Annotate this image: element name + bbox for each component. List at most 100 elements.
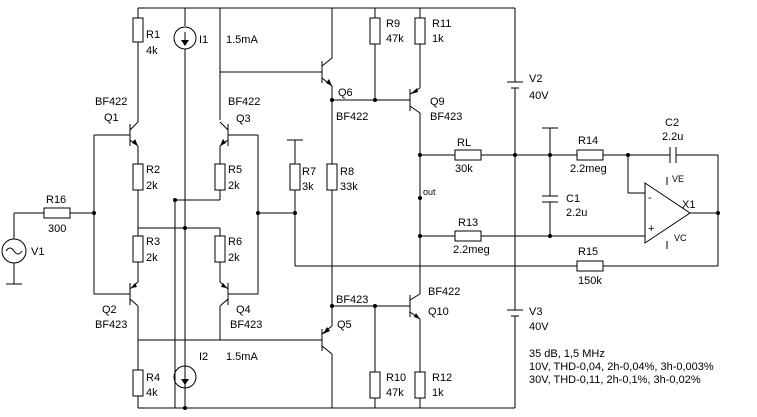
note-line-2: 10V, THD-0,04, 2h-0,04%, 3h-0,003%: [529, 361, 714, 373]
opamp-plus-sign: +: [648, 223, 654, 235]
resistor-r5: [214, 163, 226, 191]
value-r11: 1k: [432, 33, 444, 45]
opamp-x1: [644, 177, 718, 249]
feedback-node-wiring: [256, 135, 297, 294]
type-q4: BF423: [230, 319, 262, 331]
label-r8: R8: [340, 166, 354, 178]
label-q2: Q2: [102, 304, 117, 316]
label-c2: C2: [665, 117, 679, 129]
current-source-i1: [173, 8, 197, 408]
q10-base-wiring: [332, 304, 410, 408]
value-c1: 2.2u: [566, 207, 587, 219]
value-r15: 150k: [578, 275, 602, 287]
value-r12: 1k: [432, 387, 444, 399]
source-v1: [1, 212, 44, 285]
label-x1: X1: [682, 199, 695, 211]
label-r10: R10: [386, 372, 406, 384]
label-i2: I2: [199, 351, 208, 363]
transistor-q6: [220, 8, 334, 102]
resistor-r16: [43, 207, 71, 219]
label-q3: Q3: [236, 113, 251, 125]
label-out: out: [423, 187, 436, 197]
resistor-r7: [287, 139, 577, 267]
label-r9: R9: [386, 18, 400, 30]
resistor-r13: [454, 230, 645, 242]
label-q1: Q1: [104, 112, 119, 124]
label-v2: V2: [529, 73, 542, 85]
label-v1: V1: [31, 246, 44, 258]
type-q10: BF422: [428, 286, 460, 298]
value-r4: 4k: [146, 387, 158, 399]
label-r15: R15: [578, 246, 598, 258]
label-ve: VE: [672, 174, 684, 184]
label-q9: Q9: [430, 96, 445, 108]
type-q2: BF423: [95, 319, 127, 331]
resistor-r3: [132, 235, 144, 263]
resistor-r10: [369, 371, 381, 399]
supply-v3: [507, 155, 523, 408]
output-node-wiring: [418, 153, 455, 238]
transistor-q9: [409, 87, 421, 155]
value-r16: 300: [48, 223, 66, 235]
resistor-r12: [414, 371, 426, 408]
value-r14: 2.2meg: [570, 163, 607, 175]
resistor-r15: [576, 260, 718, 272]
supply-v2: [507, 8, 523, 155]
value-v3: 40V: [529, 321, 549, 333]
note-line-3: 30V, THD-0,11, 2h-0,1%, 3h-0,02%: [529, 374, 701, 386]
value-rl: 30k: [455, 163, 473, 175]
value-r5: 2k: [228, 180, 240, 192]
label-i1: I1: [199, 34, 208, 46]
label-c1: C1: [566, 193, 580, 205]
value-r1: 4k: [146, 45, 158, 57]
label-q5: Q5: [337, 319, 352, 331]
value-r13: 2.2meg: [453, 244, 490, 256]
value-i2: 1.5mA: [226, 351, 258, 363]
type-q9: BF423: [430, 111, 462, 123]
label-r5: R5: [228, 164, 242, 176]
label-r1: R1: [146, 29, 160, 41]
capacitor-c1: [542, 127, 558, 236]
resistor-r6: [214, 235, 226, 263]
opamp-minus-sign: -: [648, 192, 652, 204]
value-r3: 2k: [146, 252, 158, 264]
capacitor-c2: [628, 147, 720, 266]
current-source-i2: [173, 365, 197, 410]
resistor-rl: [454, 149, 577, 161]
label-q6: Q6: [338, 87, 353, 99]
resistor-r1: [132, 17, 144, 43]
label-r3: R3: [146, 236, 160, 248]
label-r2: R2: [146, 164, 160, 176]
transistor-q3: [219, 121, 258, 147]
mid-bias-node: [173, 198, 220, 408]
left-column-wiring: [137, 8, 220, 408]
label-r7: R7: [302, 166, 316, 178]
label-r4: R4: [146, 372, 160, 384]
type-q1: BF422: [95, 96, 127, 108]
transistor-q2: [94, 281, 139, 307]
label-r16: R16: [46, 194, 66, 206]
label-r13: R13: [458, 217, 478, 229]
value-r9: 47k: [386, 33, 404, 45]
resistor-r2: [132, 163, 144, 191]
transistor-q5: [220, 306, 333, 408]
label-q4: Q4: [236, 304, 251, 316]
value-r10: 47k: [386, 387, 404, 399]
q9-base-wiring: [332, 8, 410, 102]
value-i1: 1.5mA: [226, 34, 258, 46]
transistor-q10: [409, 233, 421, 372]
label-r14: R14: [578, 135, 598, 147]
label-rl: RL: [457, 137, 471, 149]
label-vc: VC: [674, 233, 687, 243]
label-r6: R6: [228, 236, 242, 248]
value-v2: 40V: [529, 90, 549, 102]
right-column-wiring: [185, 8, 221, 340]
transistor-q1: [94, 121, 139, 147]
label-q10: Q10: [428, 306, 449, 318]
value-r7: 3k: [302, 181, 314, 193]
label-r12: R12: [432, 372, 452, 384]
resistor-r8: [326, 100, 338, 308]
type-q6: BF422: [336, 111, 368, 123]
